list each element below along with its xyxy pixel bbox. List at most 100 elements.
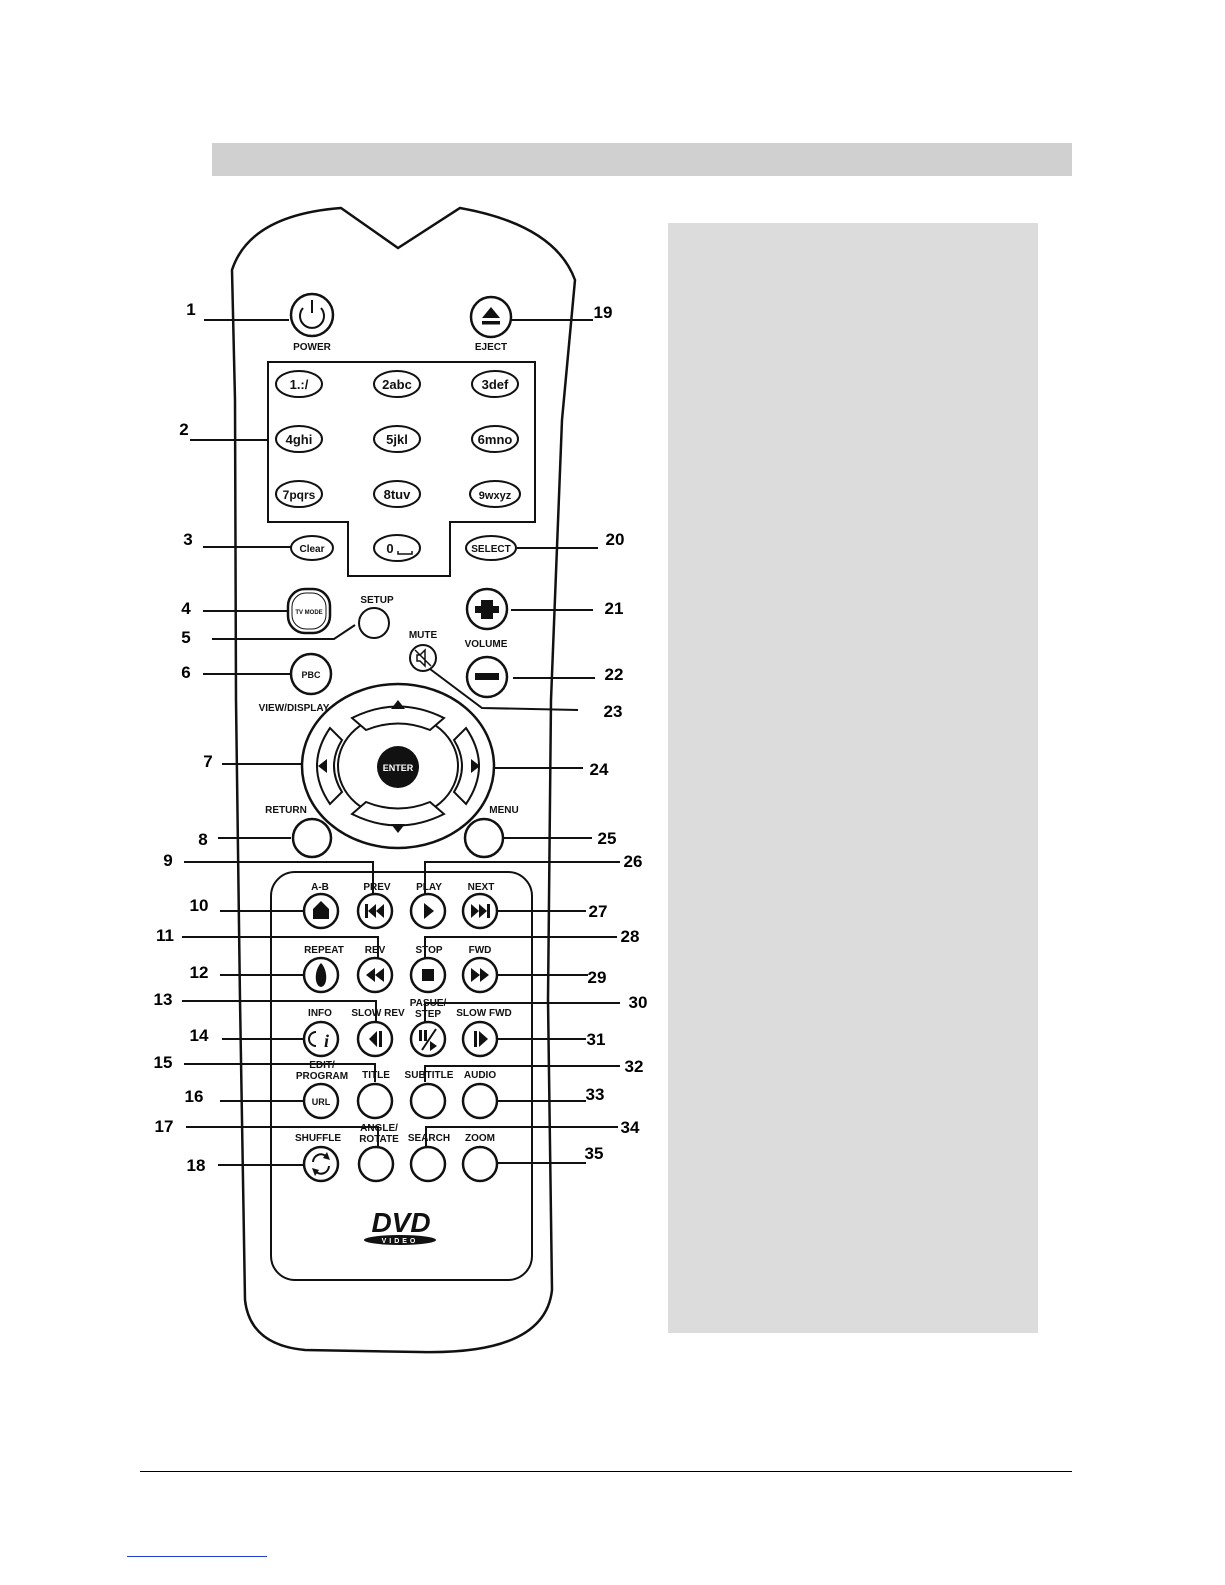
callout-5: 5 <box>181 628 190 647</box>
zoom-label: ZOOM <box>465 1133 495 1144</box>
dvd-logo-subtext: VIDEO <box>382 1238 419 1245</box>
fwd-label: FWD <box>469 945 492 956</box>
pbc-label: PBC <box>301 670 321 680</box>
callout-2: 2 <box>179 420 188 439</box>
key-1[interactable] <box>275 370 323 398</box>
down-arrow-icon <box>391 824 405 833</box>
angle-rotate-button[interactable] <box>357 1145 395 1183</box>
callout-27: 27 <box>589 902 608 921</box>
audio-button[interactable] <box>461 1082 499 1120</box>
rewind-icon <box>366 968 384 982</box>
dvd-video-logo: DVD VIDEO <box>364 1207 436 1245</box>
subtitle-button[interactable] <box>409 1082 447 1120</box>
nav-up-button[interactable] <box>350 705 446 732</box>
key-8[interactable] <box>373 480 421 508</box>
callout-33: 33 <box>586 1085 605 1104</box>
nav-left-button[interactable] <box>316 726 344 806</box>
eject-label: EJECT <box>475 342 507 353</box>
callout-8: 8 <box>198 830 207 849</box>
callout-11: 11 <box>156 926 174 945</box>
ab-label: A-B <box>311 882 329 893</box>
shuffle-button[interactable] <box>302 1145 340 1183</box>
play-icon <box>424 903 434 919</box>
callout-18: 18 <box>187 1156 206 1175</box>
svg-text:i: i <box>324 1031 329 1051</box>
slow-rev-icon <box>369 1031 382 1047</box>
url-button[interactable] <box>302 1082 340 1120</box>
search-label: SEARCH <box>408 1133 450 1144</box>
setup-button[interactable] <box>358 607 390 639</box>
key-1-label: 1.:/ <box>290 377 309 392</box>
callout-10: 10 <box>190 896 209 915</box>
callout-32: 32 <box>625 1057 644 1076</box>
callout-9: 9 <box>163 851 172 870</box>
callout-23: 23 <box>604 702 623 721</box>
callout-24: 24 <box>590 760 609 779</box>
info-button[interactable] <box>302 1020 340 1058</box>
prev-label: PREV <box>363 882 391 893</box>
key-5[interactable] <box>373 425 421 453</box>
search-button[interactable] <box>409 1145 447 1183</box>
play-label: PLAY <box>416 882 442 893</box>
callout-12: 12 <box>190 963 209 982</box>
callout-30: 30 <box>629 993 648 1012</box>
pbc-button[interactable] <box>289 652 333 696</box>
numpad-outline <box>267 361 536 577</box>
callout-17: 17 <box>155 1117 174 1136</box>
stop-icon <box>422 969 434 981</box>
description-panel <box>668 223 1038 1333</box>
callout-13: 13 <box>154 990 173 1009</box>
callout-6: 6 <box>181 663 190 682</box>
shuffle-label: SHUFFLE <box>295 1133 341 1144</box>
key-0-label: 0 <box>386 541 393 556</box>
info-icon <box>308 1031 317 1047</box>
menu-button[interactable] <box>463 817 505 859</box>
slow-fwd-label: SLOW FWD <box>456 1008 512 1019</box>
setup-label: SETUP <box>360 595 394 606</box>
key-5-label: 5jkl <box>386 432 408 447</box>
tv-mode-button[interactable] <box>286 587 332 635</box>
nav-down-button[interactable] <box>350 800 446 827</box>
callout-lines <box>182 319 620 1166</box>
key-3[interactable] <box>471 370 519 398</box>
key-4-label: 4ghi <box>286 432 313 447</box>
angle-rotate-label-2: ROTATE <box>359 1134 399 1145</box>
menu-label: MENU <box>489 805 518 816</box>
pause-step-button[interactable] <box>409 1020 447 1058</box>
clear-button[interactable] <box>290 535 334 561</box>
callout-25: 25 <box>598 829 617 848</box>
enter-label: ENTER <box>383 763 414 773</box>
mute-label: MUTE <box>409 630 438 641</box>
key-7-label: 7pqrs <box>283 488 316 502</box>
callout-3: 3 <box>183 530 192 549</box>
key-4[interactable] <box>275 425 323 453</box>
select-button[interactable] <box>465 535 517 561</box>
key-2[interactable] <box>373 370 421 398</box>
rev-label: REV <box>365 945 386 956</box>
key-2-label: 2abc <box>382 377 412 392</box>
title-button[interactable] <box>356 1082 394 1120</box>
key-3-label: 3def <box>482 377 509 392</box>
return-button[interactable] <box>291 817 333 859</box>
next-icon <box>471 904 490 918</box>
enter-button[interactable] <box>377 746 419 788</box>
key-9[interactable] <box>469 480 521 508</box>
key-6[interactable] <box>471 425 519 453</box>
plus-icon <box>475 600 499 619</box>
minus-icon <box>475 673 499 680</box>
callout-numbers: 1 2 3 4 5 6 7 8 9 10 11 12 13 14 15 16 1… <box>154 300 648 1175</box>
key-0[interactable] <box>373 534 421 562</box>
nav-right-button[interactable] <box>452 726 480 806</box>
header-bar <box>212 143 1072 176</box>
zoom-button[interactable] <box>461 1145 499 1183</box>
callout-15: 15 <box>154 1053 173 1072</box>
clear-label: Clear <box>299 544 324 555</box>
callout-14: 14 <box>190 1026 209 1045</box>
key-7[interactable] <box>275 480 323 508</box>
power-button[interactable] <box>289 292 335 338</box>
callout-31: 31 <box>587 1030 606 1049</box>
tv-mode-label: TV MODE <box>295 610 322 616</box>
fast-forward-icon <box>471 968 489 982</box>
angle-rotate-label-1: ANGLE/ <box>360 1123 398 1134</box>
